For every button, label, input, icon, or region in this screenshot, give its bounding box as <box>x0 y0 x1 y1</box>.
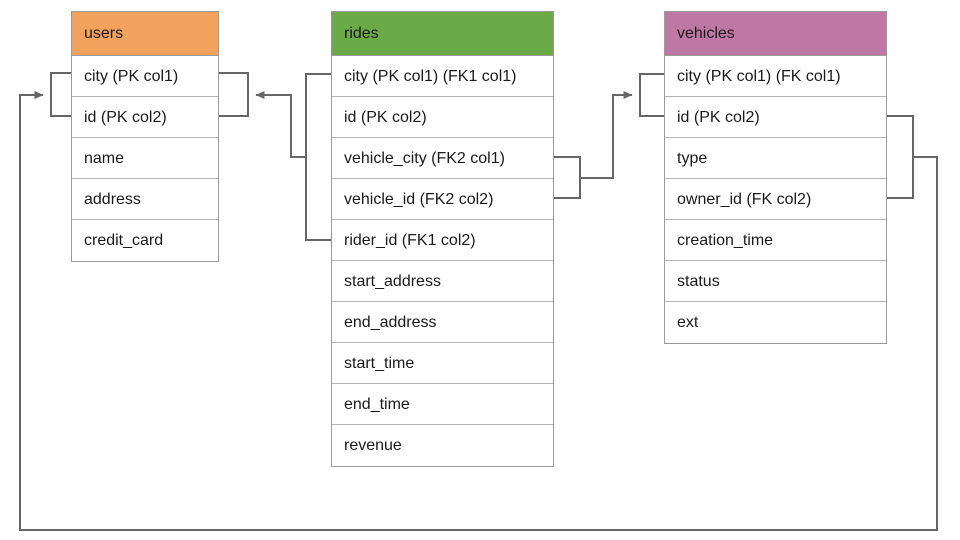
field-users-address[interactable]: address <box>72 179 218 220</box>
entity-vehicles-header: vehicles <box>665 12 886 56</box>
field-rides-revenue[interactable]: revenue <box>332 425 553 466</box>
entity-rides[interactable]: rides city (PK col1) (FK1 col1) id (PK c… <box>331 11 554 467</box>
field-vehicles-status[interactable]: status <box>665 261 886 302</box>
entity-users-header: users <box>72 12 218 56</box>
field-rides-vehicle-city[interactable]: vehicle_city (FK2 col1) <box>332 138 553 179</box>
field-vehicles-ext[interactable]: ext <box>665 302 886 343</box>
connector-fk2-rides-vehicles <box>554 73 664 199</box>
field-rides-start-time[interactable]: start_time <box>332 343 553 384</box>
field-rides-end-address[interactable]: end_address <box>332 302 553 343</box>
field-vehicles-creation-time[interactable]: creation_time <box>665 220 886 261</box>
connector-fk1-rides-users <box>219 72 331 241</box>
field-rides-start-address[interactable]: start_address <box>332 261 553 302</box>
entity-rides-header: rides <box>332 12 553 56</box>
field-rides-city[interactable]: city (PK col1) (FK1 col1) <box>332 56 553 97</box>
entity-users[interactable]: users city (PK col1) id (PK col2) name a… <box>71 11 219 262</box>
field-rides-rider-id[interactable]: rider_id (FK1 col2) <box>332 220 553 261</box>
field-vehicles-id[interactable]: id (PK col2) <box>665 97 886 138</box>
entity-vehicles[interactable]: vehicles city (PK col1) (FK col1) id (PK… <box>664 11 887 344</box>
field-vehicles-owner-id[interactable]: owner_id (FK col2) <box>665 179 886 220</box>
field-users-name[interactable]: name <box>72 138 218 179</box>
field-users-id[interactable]: id (PK col2) <box>72 97 218 138</box>
field-users-city[interactable]: city (PK col1) <box>72 56 218 97</box>
field-rides-end-time[interactable]: end_time <box>332 384 553 425</box>
field-vehicles-city[interactable]: city (PK col1) (FK col1) <box>665 56 886 97</box>
field-vehicles-type[interactable]: type <box>665 138 886 179</box>
field-users-credit-card[interactable]: credit_card <box>72 220 218 261</box>
field-rides-vehicle-id[interactable]: vehicle_id (FK2 col2) <box>332 179 553 220</box>
field-rides-id[interactable]: id (PK col2) <box>332 97 553 138</box>
